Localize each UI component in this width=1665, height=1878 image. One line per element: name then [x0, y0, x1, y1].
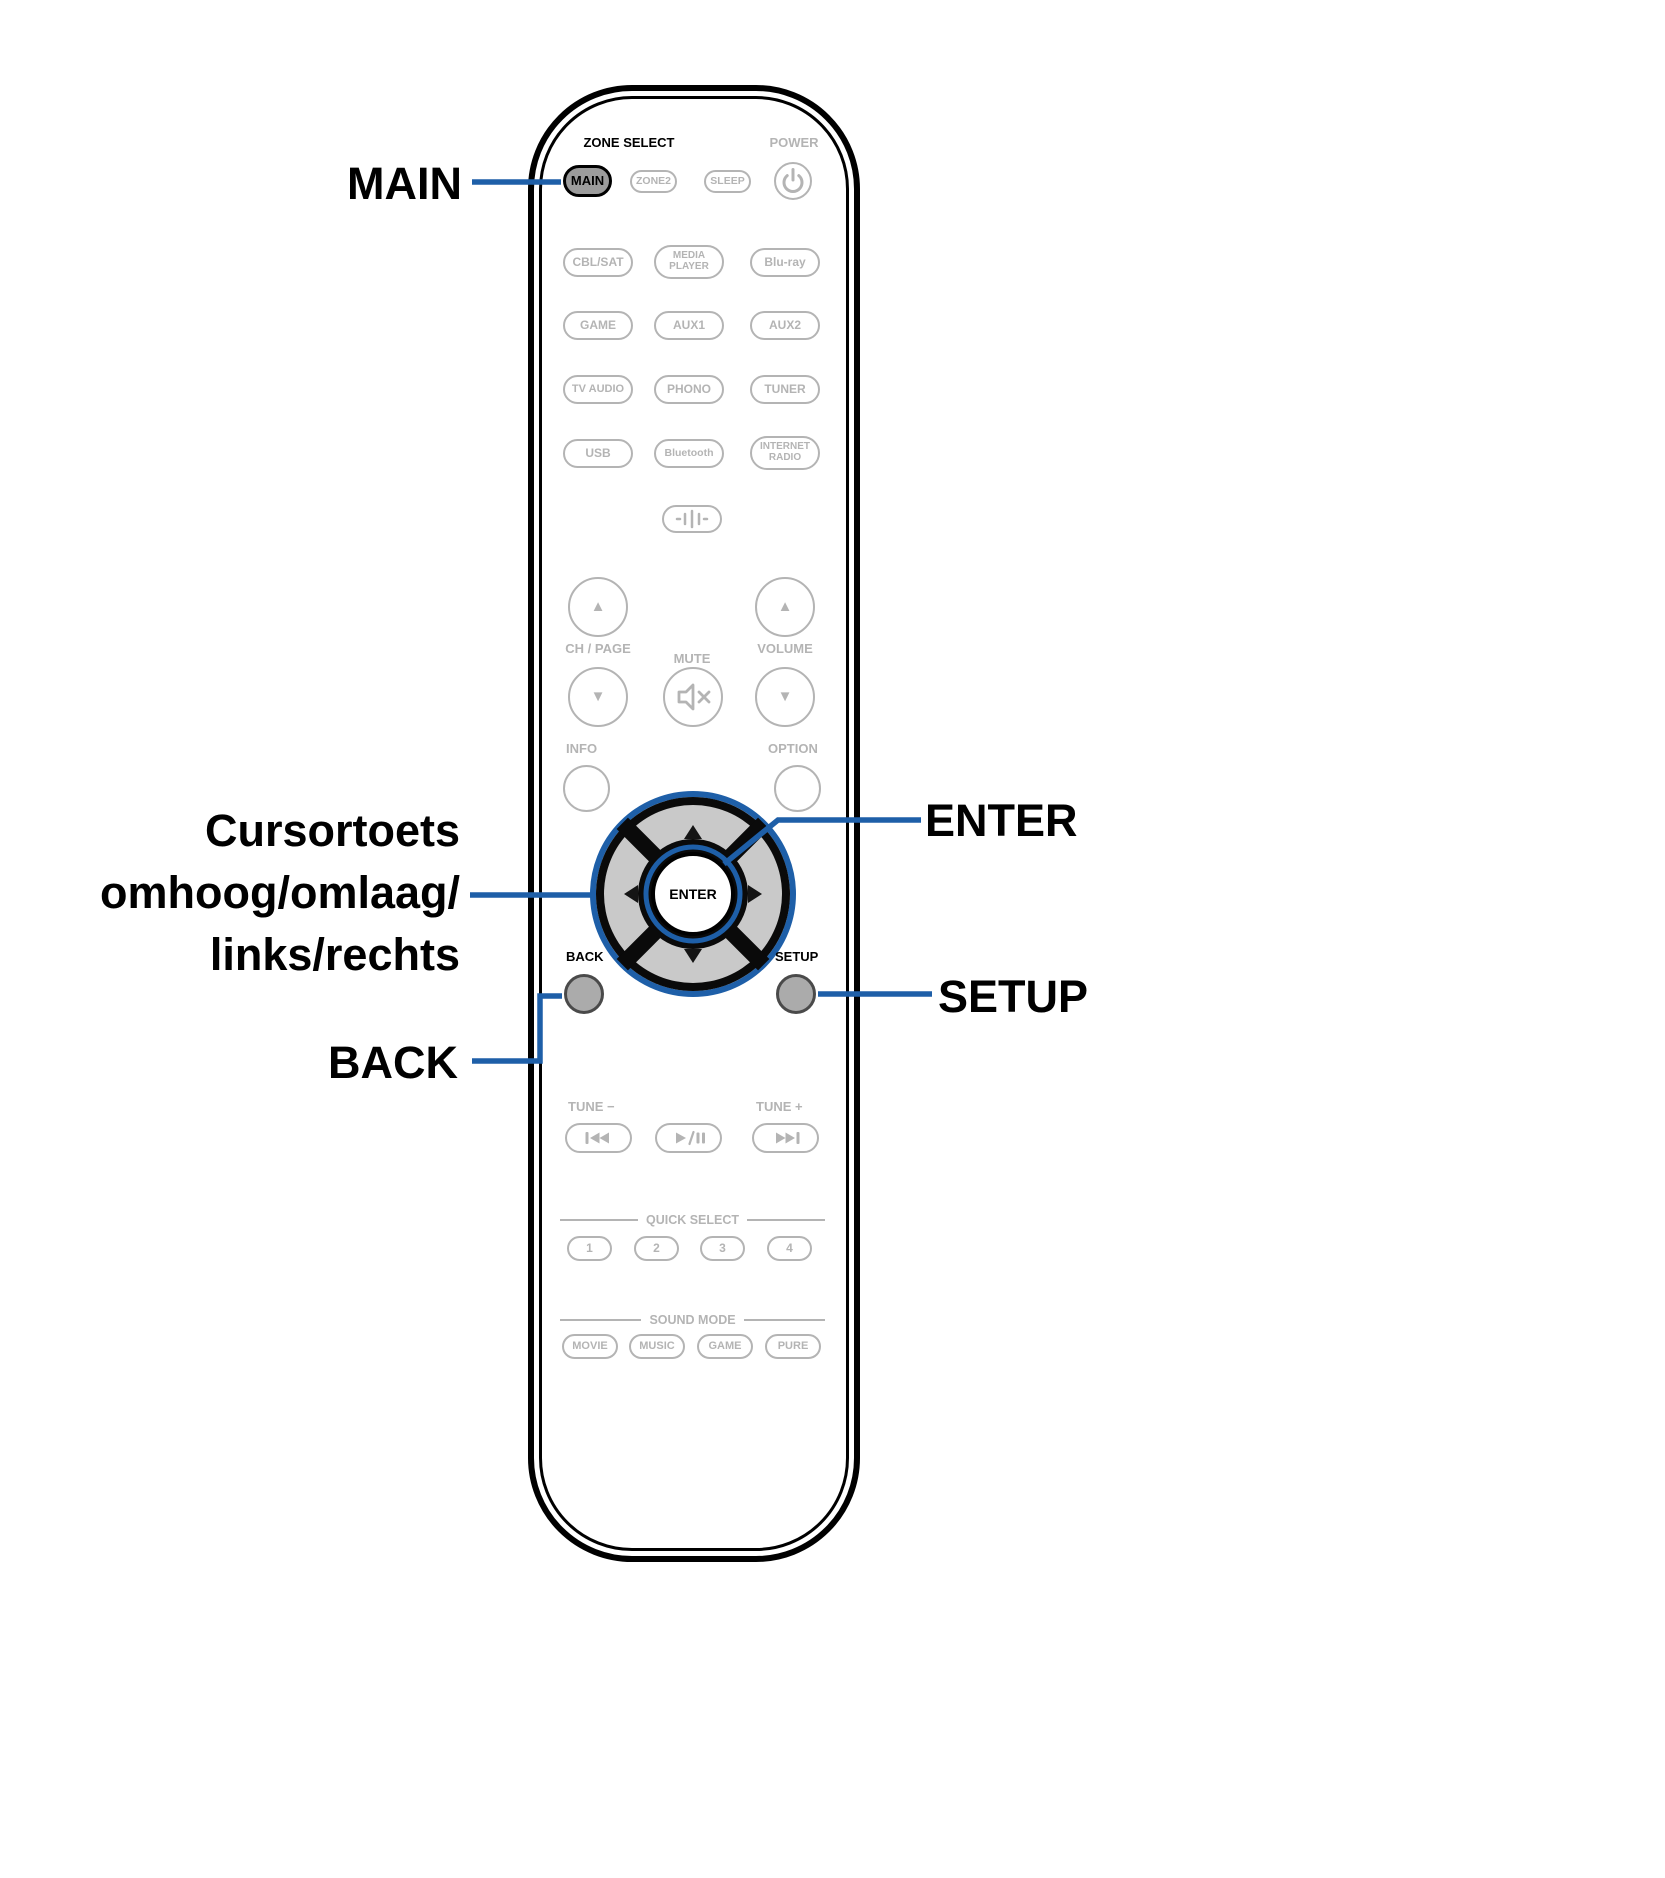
callout-enter: ENTER: [925, 795, 1078, 846]
skip-forward-icon: [775, 1132, 799, 1144]
callout-main: MAIN: [347, 158, 462, 209]
info-label: INFO: [566, 741, 598, 756]
sound-mode-game-button[interactable]: GAME: [697, 1334, 753, 1359]
zone-select-label: ZONE SELECT: [583, 135, 675, 150]
play-pause-icon: [675, 1130, 705, 1146]
sound-mode-header: SOUND MODE: [560, 1313, 825, 1327]
callout-back: BACK: [328, 1037, 458, 1088]
tune-minus-label: TUNE −: [568, 1099, 615, 1114]
quick-select-3-button[interactable]: 3: [700, 1236, 745, 1261]
game-source-button[interactable]: GAME: [563, 311, 633, 340]
volume-up-button[interactable]: ▲: [755, 577, 815, 637]
quick-select-1-button[interactable]: 1: [567, 1236, 612, 1261]
media-player-button[interactable]: MEDIA PLAYER: [654, 245, 724, 279]
channel-level-button[interactable]: [662, 505, 722, 533]
usb-button[interactable]: USB: [563, 439, 633, 468]
channel-level-icon: [675, 509, 709, 529]
enter-button-label: ENTER: [669, 886, 716, 902]
aux2-button[interactable]: AUX2: [750, 311, 820, 340]
tune-plus-label: TUNE +: [756, 1099, 803, 1114]
sound-mode-pure-button[interactable]: PURE: [765, 1334, 821, 1359]
bluetooth-button[interactable]: Bluetooth: [654, 439, 724, 468]
mute-label: MUTE: [673, 651, 711, 666]
zone2-button[interactable]: ZONE2: [630, 170, 677, 193]
quick-select-label: QUICK SELECT: [645, 1213, 740, 1227]
callout-setup: SETUP: [938, 971, 1089, 1022]
cursor-down-icon[interactable]: [684, 949, 702, 963]
phono-button[interactable]: PHONO: [654, 375, 724, 404]
channel-up-button[interactable]: ▲: [568, 577, 628, 637]
back-label: BACK: [566, 949, 604, 964]
setup-button[interactable]: [776, 974, 816, 1014]
tv-audio-button[interactable]: TV AUDIO: [563, 375, 633, 404]
sleep-button[interactable]: SLEEP: [704, 170, 751, 193]
volume-down-button[interactable]: ▼: [755, 667, 815, 727]
quick-select-4-button[interactable]: 4: [767, 1236, 812, 1261]
power-label: POWER: [769, 135, 819, 150]
callout-cursor-line3: links/rechts: [209, 929, 460, 980]
enter-button[interactable]: [651, 852, 735, 936]
option-label: OPTION: [768, 741, 818, 756]
volume-label: VOLUME: [757, 641, 813, 656]
option-button[interactable]: [774, 765, 821, 812]
tuner-button[interactable]: TUNER: [750, 375, 820, 404]
callout-cursor-line2: omhoog/omlaag/: [100, 867, 460, 918]
play-pause-button[interactable]: [655, 1123, 722, 1153]
quick-select-2-button[interactable]: 2: [634, 1236, 679, 1261]
power-icon: [782, 168, 804, 193]
sound-mode-movie-button[interactable]: MOVIE: [562, 1334, 618, 1359]
sound-mode-label: SOUND MODE: [649, 1313, 736, 1327]
sound-mode-music-button[interactable]: MUSIC: [629, 1334, 685, 1359]
back-button[interactable]: [564, 974, 604, 1014]
ch-page-label: CH / PAGE: [565, 641, 631, 656]
aux1-button[interactable]: AUX1: [654, 311, 724, 340]
channel-down-button[interactable]: ▼: [568, 667, 628, 727]
internet-radio-button[interactable]: INTERNET RADIO: [750, 436, 820, 470]
enter-highlight-ring: [643, 844, 743, 944]
mute-button[interactable]: [663, 667, 723, 727]
cursor-up-icon[interactable]: [684, 825, 702, 839]
power-button[interactable]: [774, 162, 812, 200]
remote-control: ZONE SELECT POWER MAIN ZONE2 SLEEP CBL/S…: [528, 85, 860, 1562]
quick-select-header: QUICK SELECT: [560, 1213, 825, 1227]
cursor-right-icon[interactable]: [748, 885, 762, 903]
callout-cursor: Cursortoets omhoog/omlaag/ links/rechts: [0, 800, 460, 986]
cursor-left-icon[interactable]: [624, 885, 638, 903]
skip-back-button[interactable]: [565, 1123, 632, 1153]
setup-label: SETUP: [775, 949, 819, 964]
blu-ray-button[interactable]: Blu-ray: [750, 248, 820, 277]
callout-cursor-line1: Cursortoets: [204, 805, 460, 856]
info-button[interactable]: [563, 765, 610, 812]
cursor-pad[interactable]: ENTER: [585, 786, 801, 1002]
skip-forward-button[interactable]: [752, 1123, 819, 1153]
cbl-sat-button[interactable]: CBL/SAT: [563, 248, 633, 277]
main-button[interactable]: MAIN: [563, 165, 612, 197]
skip-back-icon: [585, 1132, 609, 1144]
mute-icon: [677, 683, 711, 711]
